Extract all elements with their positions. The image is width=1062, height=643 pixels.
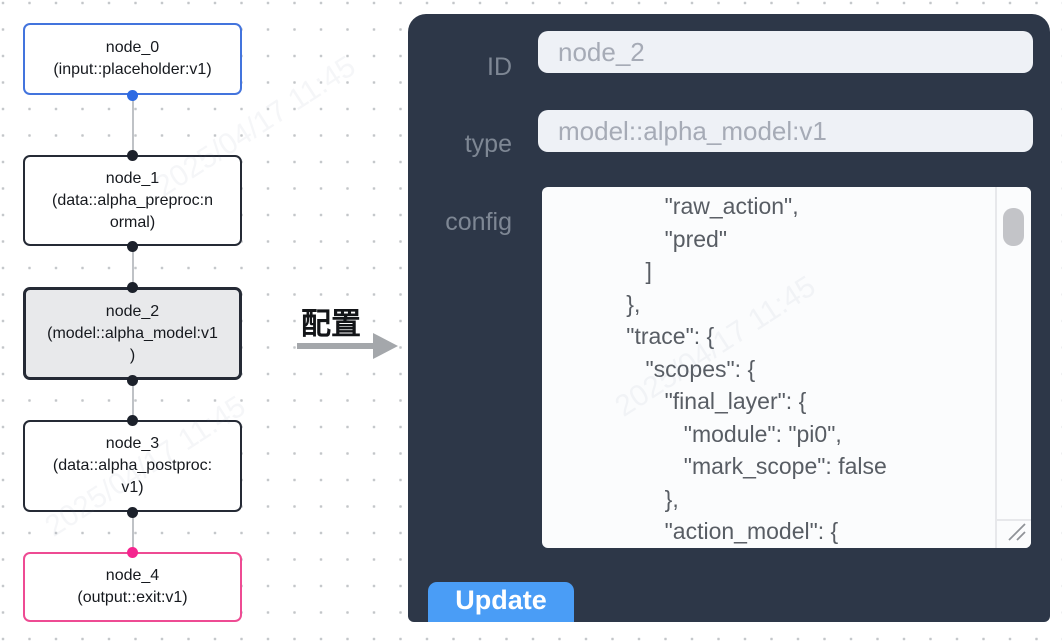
type-input[interactable] — [538, 110, 1033, 152]
edge-node3-node4 — [131, 512, 134, 552]
node-title: node_0 — [105, 39, 160, 56]
node-title: node_3 — [105, 435, 160, 452]
node-title: node_1 — [105, 169, 160, 187]
node-type-line: ) — [129, 346, 136, 364]
edge-node0-node1 — [131, 95, 134, 155]
pipeline-node-1[interactable]: node_1 (data::alpha_preproc:n ormal) — [23, 155, 242, 246]
node-type-line: (data::alpha_preproc:n — [52, 191, 213, 209]
node-title: node_2 — [105, 302, 160, 320]
pipeline-node-4[interactable]: node_4 (output::exit:v1) — [23, 552, 242, 622]
edge-node2-node3 — [131, 380, 134, 420]
config-scrollbar-thumb[interactable] — [1003, 208, 1024, 246]
edge-node1-node2 — [131, 246, 134, 287]
configure-arrow-label: 配置 — [301, 308, 361, 341]
port-node1-in[interactable] — [127, 149, 138, 161]
pipeline-node-0[interactable]: node_0 (input::placeholder:v1) — [23, 23, 242, 95]
config-field-label: config — [445, 208, 512, 236]
id-input[interactable] — [538, 31, 1033, 73]
port-node2-in[interactable] — [127, 281, 138, 293]
port-node3-out[interactable] — [127, 506, 138, 518]
config-json-text[interactable]: "raw_action", "pred" ] }, "trace": { "sc… — [626, 193, 887, 544]
port-node1-out[interactable] — [127, 240, 138, 252]
pipeline-node-2-selected[interactable]: node_2 (model::alpha_model:v1 ) — [23, 287, 242, 380]
config-textarea[interactable]: "raw_action", "pred" ] }, "trace": { "sc… — [542, 187, 1031, 548]
node-type-line: (output::exit:v1) — [77, 589, 188, 606]
node-type-line: (data::alpha_postproc: — [52, 457, 213, 474]
pipeline-node-3[interactable]: node_3 (data::alpha_postproc: v1) — [23, 420, 242, 512]
port-node3-in[interactable] — [127, 414, 138, 426]
pipeline-canvas[interactable]: node_0 (input::placeholder:v1) node_1 (d… — [0, 0, 406, 643]
node-type-line: (model::alpha_model:v1 — [47, 324, 218, 342]
node-type-line: (input::placeholder:v1) — [53, 61, 212, 78]
update-button[interactable]: Update — [428, 582, 574, 622]
configure-arrow-line — [297, 343, 374, 349]
node-config-panel: ID type config "raw_action", "pred" ] },… — [408, 14, 1050, 622]
port-node0-out[interactable] — [127, 89, 138, 101]
config-scrollbar-track[interactable] — [995, 187, 1031, 548]
node-title: node_4 — [105, 567, 160, 584]
configure-arrow-head-icon — [373, 333, 398, 359]
type-field-label: type — [464, 130, 512, 158]
textarea-resize-handle-icon[interactable] — [1004, 519, 1028, 543]
node-type-line: v1) — [121, 479, 144, 496]
scrollbar-corner-divider — [995, 519, 1031, 521]
id-field-label: ID — [487, 53, 512, 81]
port-node4-in[interactable] — [127, 546, 138, 558]
port-node2-out[interactable] — [127, 374, 138, 386]
node-type-line: ormal) — [109, 213, 156, 231]
